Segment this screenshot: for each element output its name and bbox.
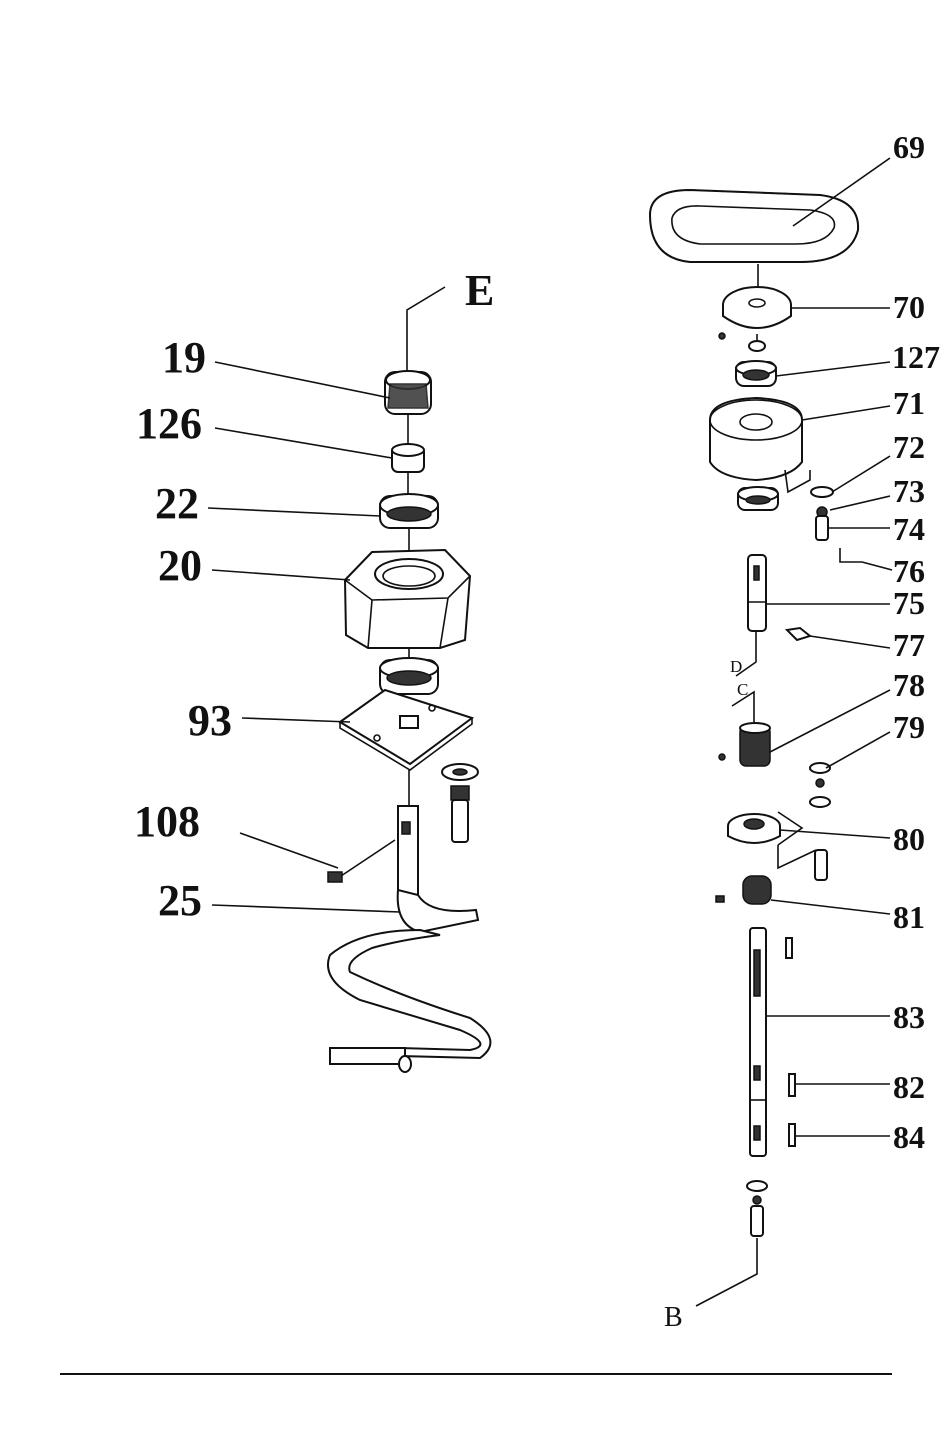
part-22-bearing — [380, 494, 438, 550]
label-71: 71 — [893, 385, 925, 421]
part-71-housing — [710, 398, 810, 492]
label-81: 81 — [893, 899, 925, 935]
small-pin — [786, 938, 792, 958]
connector-label-c: C — [737, 680, 748, 699]
label-126: 126 — [136, 399, 202, 448]
label-79: 79 — [893, 709, 925, 745]
part-76-pin — [840, 548, 862, 562]
part-83-shaft — [750, 928, 766, 1156]
label-83: 83 — [893, 999, 925, 1035]
part-69-belt — [650, 190, 858, 262]
label-82: 82 — [893, 1069, 925, 1105]
label-76: 76 — [893, 553, 925, 589]
label-127: 127 — [892, 339, 940, 375]
part-74-screw — [816, 516, 828, 540]
part-70-pulley — [719, 287, 791, 339]
part-75-shaft — [748, 555, 766, 631]
label-20: 20 — [158, 541, 202, 590]
label-77: 77 — [893, 627, 925, 663]
part-82-pin — [789, 1074, 795, 1096]
label-19: 19 — [162, 333, 206, 382]
part-108-pin — [328, 840, 395, 882]
part-127-bearing — [736, 361, 776, 386]
part-72-washer — [811, 487, 833, 497]
part-20-housing — [345, 550, 470, 660]
lower-bearing — [380, 658, 438, 694]
label-108: 108 — [134, 797, 200, 846]
part-126-bushing — [392, 444, 424, 495]
part-81-gear — [716, 876, 771, 904]
part-19-gear — [385, 371, 431, 446]
part-78-gear — [719, 723, 770, 766]
connector-label-d: D — [730, 657, 742, 676]
connector-label-b: B — [664, 1302, 683, 1333]
lower-bearing-71 — [738, 487, 778, 510]
label-25: 25 — [158, 876, 202, 925]
part-77-key — [787, 628, 810, 640]
part-25-dough-hook — [328, 806, 490, 1072]
left-assembly: E — [134, 266, 494, 1072]
label-70: 70 — [893, 289, 925, 325]
label-93: 93 — [188, 696, 232, 745]
label-74: 74 — [893, 511, 925, 547]
label-75: 75 — [893, 585, 925, 621]
label-80: 80 — [893, 821, 925, 857]
label-72: 72 — [893, 429, 925, 465]
connector-label-e: E — [465, 266, 494, 315]
label-73: 73 — [893, 473, 925, 509]
right-assembly: D C — [650, 129, 940, 1333]
label-84: 84 — [893, 1119, 925, 1155]
part-80-flange — [728, 812, 827, 880]
label-78: 78 — [893, 667, 925, 703]
label-22: 22 — [155, 479, 199, 528]
bottom-screw — [747, 1181, 767, 1236]
label-69: 69 — [893, 129, 925, 165]
bolt-with-washer — [442, 764, 478, 842]
part-84-pin — [789, 1124, 795, 1146]
